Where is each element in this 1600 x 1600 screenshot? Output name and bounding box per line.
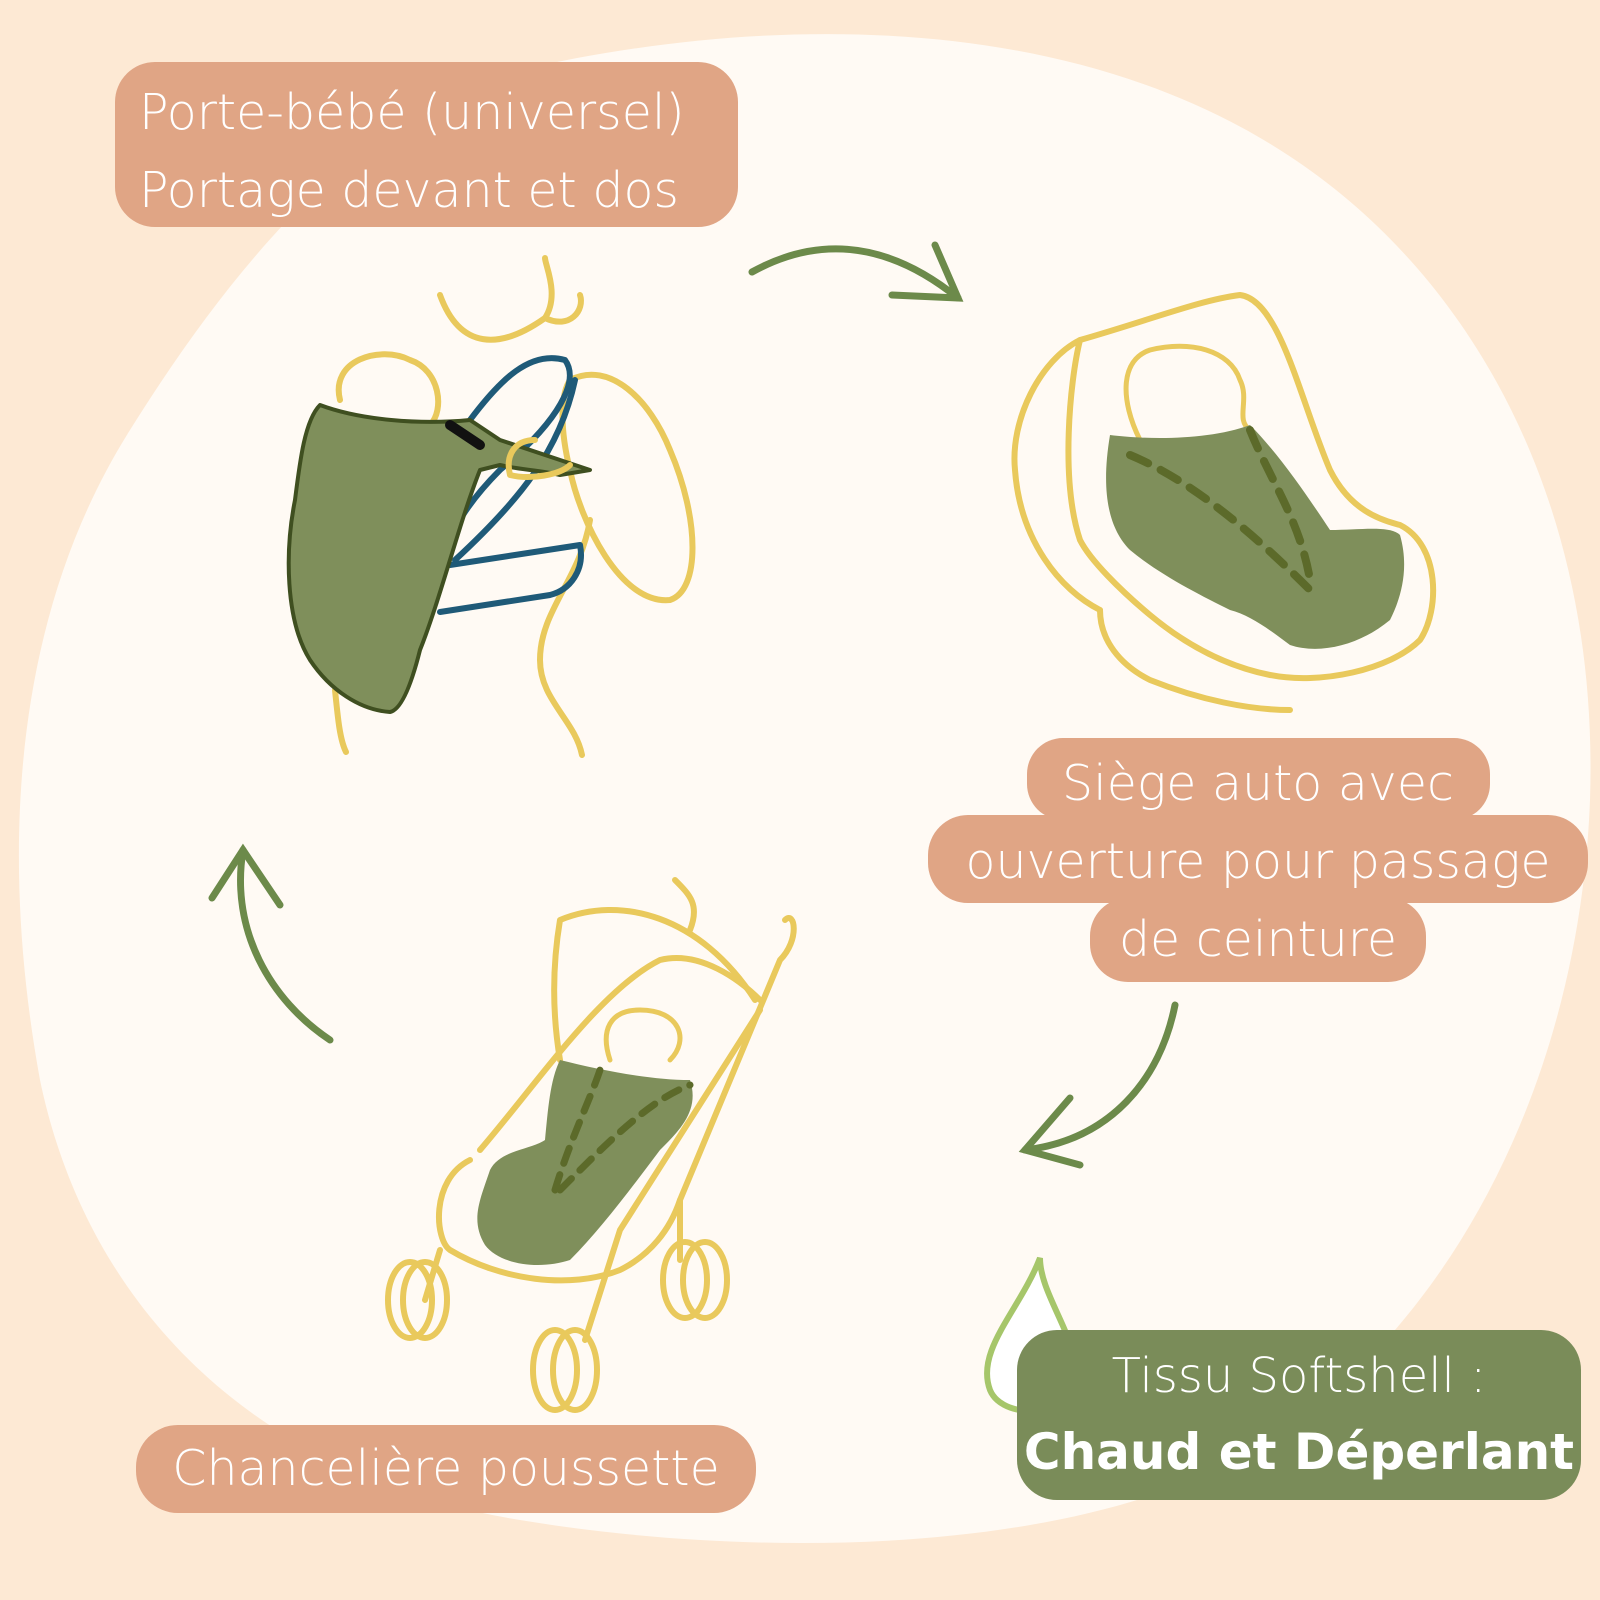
car-seat-illustration [1011, 292, 1437, 713]
fabric-label-line-1: Tissu Softshell : [1111, 1348, 1487, 1404]
car-seat-label-bg-bottom [1090, 898, 1426, 982]
fabric-label: Tissu Softshell : Chaud et Déperlant [1017, 1330, 1581, 1500]
cycle-arrow-icon [748, 241, 964, 302]
car-seat-label-line-3: de ceinture [1118, 911, 1398, 968]
background-blob [18, 34, 1591, 1544]
car-seat-label-bg-middle [928, 815, 1588, 903]
car-seat-label-line-2: ouverture pour passage [965, 833, 1551, 890]
carrier-label: Porte-bébé (universel) Portage devant et… [115, 62, 738, 227]
car-seat-label-bg-top [1027, 738, 1490, 820]
carrier-label-line-2: Portage devant et dos [139, 162, 679, 219]
car-seat-label-line-1: Siège auto avec [1062, 755, 1454, 812]
cycle-arrow-icon [1018, 1001, 1179, 1169]
stroller-label: Chancelière poussette [136, 1425, 756, 1513]
fabric-label-line-2: Chaud et Déperlant [1023, 1423, 1575, 1481]
car-seat-label: Siège auto avec ouverture pour passage d… [928, 745, 1588, 979]
baby-carrier-illustration [286, 255, 696, 758]
cycle-arrow-icon [208, 843, 334, 1044]
stroller-illustration [385, 877, 797, 1413]
carrier-label-line-1: Porte-bébé (universel) [139, 84, 685, 141]
